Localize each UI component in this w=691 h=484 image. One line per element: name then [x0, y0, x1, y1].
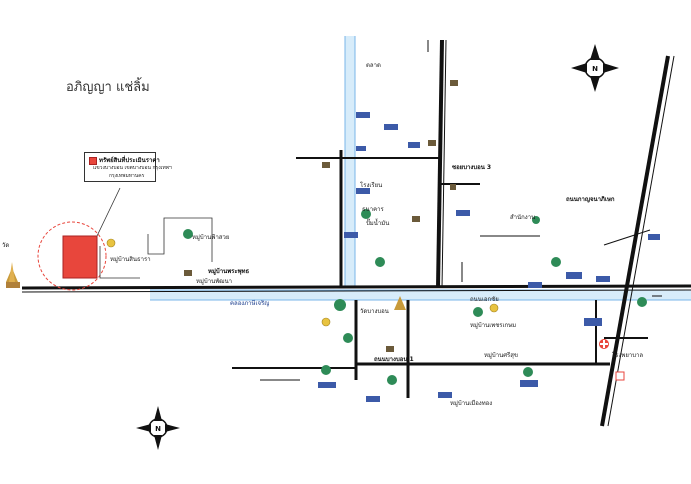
- legend-line1: แขวงบางบอน เขตบางบอน กรุงเทพฯ: [93, 165, 172, 171]
- compass-icon: N: [571, 44, 619, 92]
- svg-text:N: N: [592, 65, 598, 73]
- factory-icon: [318, 112, 660, 402]
- landmark-label: วัดบางบอน: [360, 308, 389, 315]
- landmark-label: วัด: [2, 242, 10, 249]
- main-road: [21, 284, 691, 293]
- tree-icon: [183, 209, 647, 385]
- landmark-label: สำนักงาน: [510, 214, 536, 221]
- house-icon: [184, 80, 458, 352]
- vertical-road-2: [436, 39, 447, 289]
- author-name: อภิญญา แช่ลิ้ม: [66, 80, 150, 95]
- landmark-label: หมู่บ้านสินธารา: [110, 256, 151, 263]
- compound-outline: [99, 217, 213, 279]
- road-label: ถนนกาญจนาภิเษก: [566, 196, 615, 203]
- sign-icon: [615, 371, 625, 381]
- landmark-label: หมู่บ้านพระพุทธ: [208, 268, 250, 275]
- svg-text:N: N: [155, 425, 161, 433]
- landmark-label: ปั๊มน้ำมัน: [366, 220, 390, 227]
- landmark-label: หมู่บ้านเมืองทอง: [450, 400, 493, 407]
- landmark-label: โรงเรียน: [360, 182, 383, 189]
- vertical-canal: [344, 36, 356, 288]
- hospital-icon: [599, 339, 609, 349]
- landmark-label: หมู่บ้านเพชรเกษม: [470, 322, 517, 329]
- temple-center-icon: [394, 296, 406, 310]
- legend-line2: กรุงเทพมหานคร: [109, 173, 145, 179]
- property-parcel: [37, 187, 121, 291]
- canal-label: คลองภาษีเจริญ: [230, 300, 270, 307]
- temple-icon: [6, 262, 20, 288]
- landmark-label: ธนาคาร: [362, 206, 384, 213]
- property-swatch: [89, 157, 97, 165]
- road-label: ถนนบางบอน 1: [374, 356, 414, 363]
- landmark-label: หมู่บ้านฟ้าสวย: [192, 234, 230, 241]
- road-label: ถนนเอกชัย: [470, 296, 499, 303]
- legend-title: ทรัพย์สินที่ประเมินราคา: [99, 157, 160, 164]
- road-label: ซอยบางบอน 3: [452, 164, 492, 171]
- marker-icon: [106, 238, 499, 327]
- arrow-icons: [296, 40, 662, 297]
- compass-bottom-icon: N: [136, 406, 180, 450]
- legend-box: ทรัพย์สินที่ประเมินราคา แขวงบางบอน เขตบา…: [84, 152, 172, 182]
- diagonal-road: [600, 55, 675, 427]
- landmark-label: โรงพยาบาล: [612, 352, 644, 359]
- landmark-label: ตลาด: [366, 62, 381, 69]
- landmark-label: หมู่บ้านศรีสุข: [484, 352, 518, 359]
- landmark-label: หมู่บ้านพัฒนา: [196, 278, 233, 285]
- side-roads: [232, 157, 651, 398]
